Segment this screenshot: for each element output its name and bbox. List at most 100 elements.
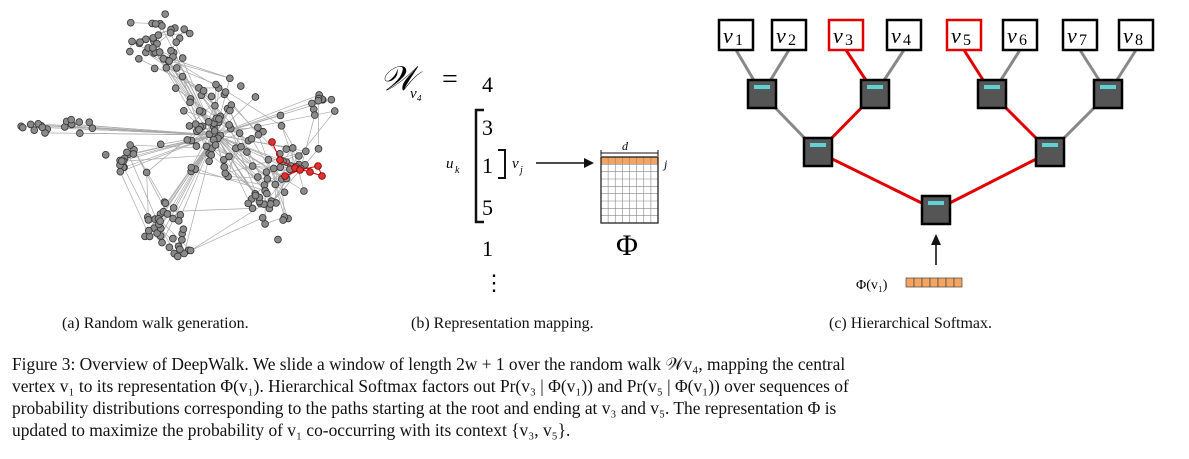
graph-edge	[158, 218, 191, 251]
window-bracket	[474, 108, 484, 224]
graph-node	[237, 82, 245, 90]
graph-node	[144, 216, 153, 224]
graph-node	[300, 187, 308, 195]
leaf-subscript-v4: 4	[903, 32, 911, 49]
leaf-label-v6: v	[1007, 23, 1017, 48]
graph-node	[302, 147, 310, 156]
graph-node	[117, 157, 126, 165]
graph-node	[176, 245, 184, 254]
input-vector-cell	[945, 277, 955, 288]
graph-node	[243, 148, 251, 156]
graph-node	[310, 111, 319, 119]
graph-node	[126, 47, 134, 56]
leaf-box-v3	[827, 18, 865, 52]
graph-node	[192, 142, 201, 150]
graph-edge	[133, 149, 165, 203]
graph-node	[248, 204, 257, 213]
graph-node	[237, 142, 245, 151]
graph-node	[308, 99, 316, 108]
graph-edge	[274, 184, 285, 218]
input-embedding-vector	[905, 277, 963, 288]
leaf-subscript-v7: 7	[1079, 32, 1087, 49]
graph-node	[169, 204, 178, 212]
graph-node	[174, 217, 183, 225]
graph-node	[263, 189, 271, 198]
graph-node	[161, 10, 169, 18]
graph-node	[314, 96, 323, 105]
graph-node	[85, 118, 94, 127]
graph-node	[151, 20, 160, 28]
softmax-node-bar	[867, 85, 883, 89]
graph-node	[288, 144, 297, 152]
graph-edge	[214, 134, 290, 170]
graph-node	[266, 200, 275, 208]
graph-node	[202, 142, 211, 151]
phi-border	[600, 156, 659, 224]
graph-edge	[123, 134, 216, 168]
leaf-subscript-v5: 5	[963, 32, 971, 49]
graph-node	[191, 120, 200, 128]
graph-node	[330, 107, 339, 115]
leaf-subscript-v8: 8	[1135, 32, 1143, 49]
graph-edge	[254, 165, 292, 195]
graph-edge	[228, 124, 260, 202]
graph-node	[199, 86, 208, 95]
graph-node	[204, 118, 213, 126]
graph-node	[269, 164, 278, 173]
graph-node	[195, 107, 204, 115]
input-arrowhead	[931, 234, 941, 245]
leaf-label-v2: v	[776, 23, 786, 48]
seq-item-2: 1	[482, 153, 493, 178]
softmax-node-bar	[810, 143, 826, 147]
tree-nodes	[746, 78, 1124, 226]
graph-node	[179, 225, 188, 234]
graph-edge	[189, 91, 226, 127]
graph-node	[172, 38, 181, 46]
graph-node	[295, 152, 303, 160]
graph-edge	[119, 160, 158, 234]
graph-node	[76, 129, 84, 138]
walk-node	[318, 172, 326, 180]
graph-node	[211, 141, 220, 149]
graph-node	[279, 216, 287, 224]
graph-edge	[190, 217, 263, 251]
seq-item-0: 4	[482, 72, 493, 97]
equals-sign: =	[442, 64, 458, 95]
graph-node	[158, 238, 166, 247]
walk-subscript: v₄	[410, 86, 422, 102]
graph-node	[262, 168, 271, 176]
leaf-box-v2	[770, 18, 808, 52]
input-vector-cell	[913, 277, 923, 288]
graph-node	[163, 210, 172, 218]
graph-node	[264, 155, 273, 164]
graph-node	[205, 157, 213, 166]
center-bracket	[498, 149, 506, 179]
graph-node	[135, 54, 143, 63]
graph-edge	[300, 114, 316, 169]
graph-node	[211, 101, 219, 110]
input-vector-cell	[953, 277, 963, 288]
graph-node	[210, 127, 219, 135]
graph-edge	[159, 23, 216, 136]
graph-node	[274, 235, 282, 244]
input-vector-cell	[937, 277, 947, 288]
graph-edge	[119, 171, 150, 237]
graph-edge	[133, 134, 216, 155]
uk-label: u	[446, 156, 454, 172]
graph-node	[18, 123, 27, 132]
graph-node	[221, 88, 230, 96]
graph-node	[26, 120, 35, 129]
representation-mapping-panel: 𝒲 v₄ = 4 3 1 5 1 ⋮ u k v j d j Φ	[360, 0, 690, 340]
caption-line-3: probability distributions corresponding …	[12, 398, 837, 418]
random-walk-graph	[17, 10, 339, 261]
graph-node	[116, 167, 125, 176]
leaf-subscript-v3: 3	[845, 32, 853, 49]
graph-node	[280, 188, 289, 197]
random-walk-panel	[0, 0, 350, 340]
caption-line-2: vertex v₁ to its representation Φ(v₁). H…	[12, 376, 849, 396]
graph-edge	[214, 134, 305, 192]
leaf-subscript-v6: 6	[1019, 32, 1027, 49]
